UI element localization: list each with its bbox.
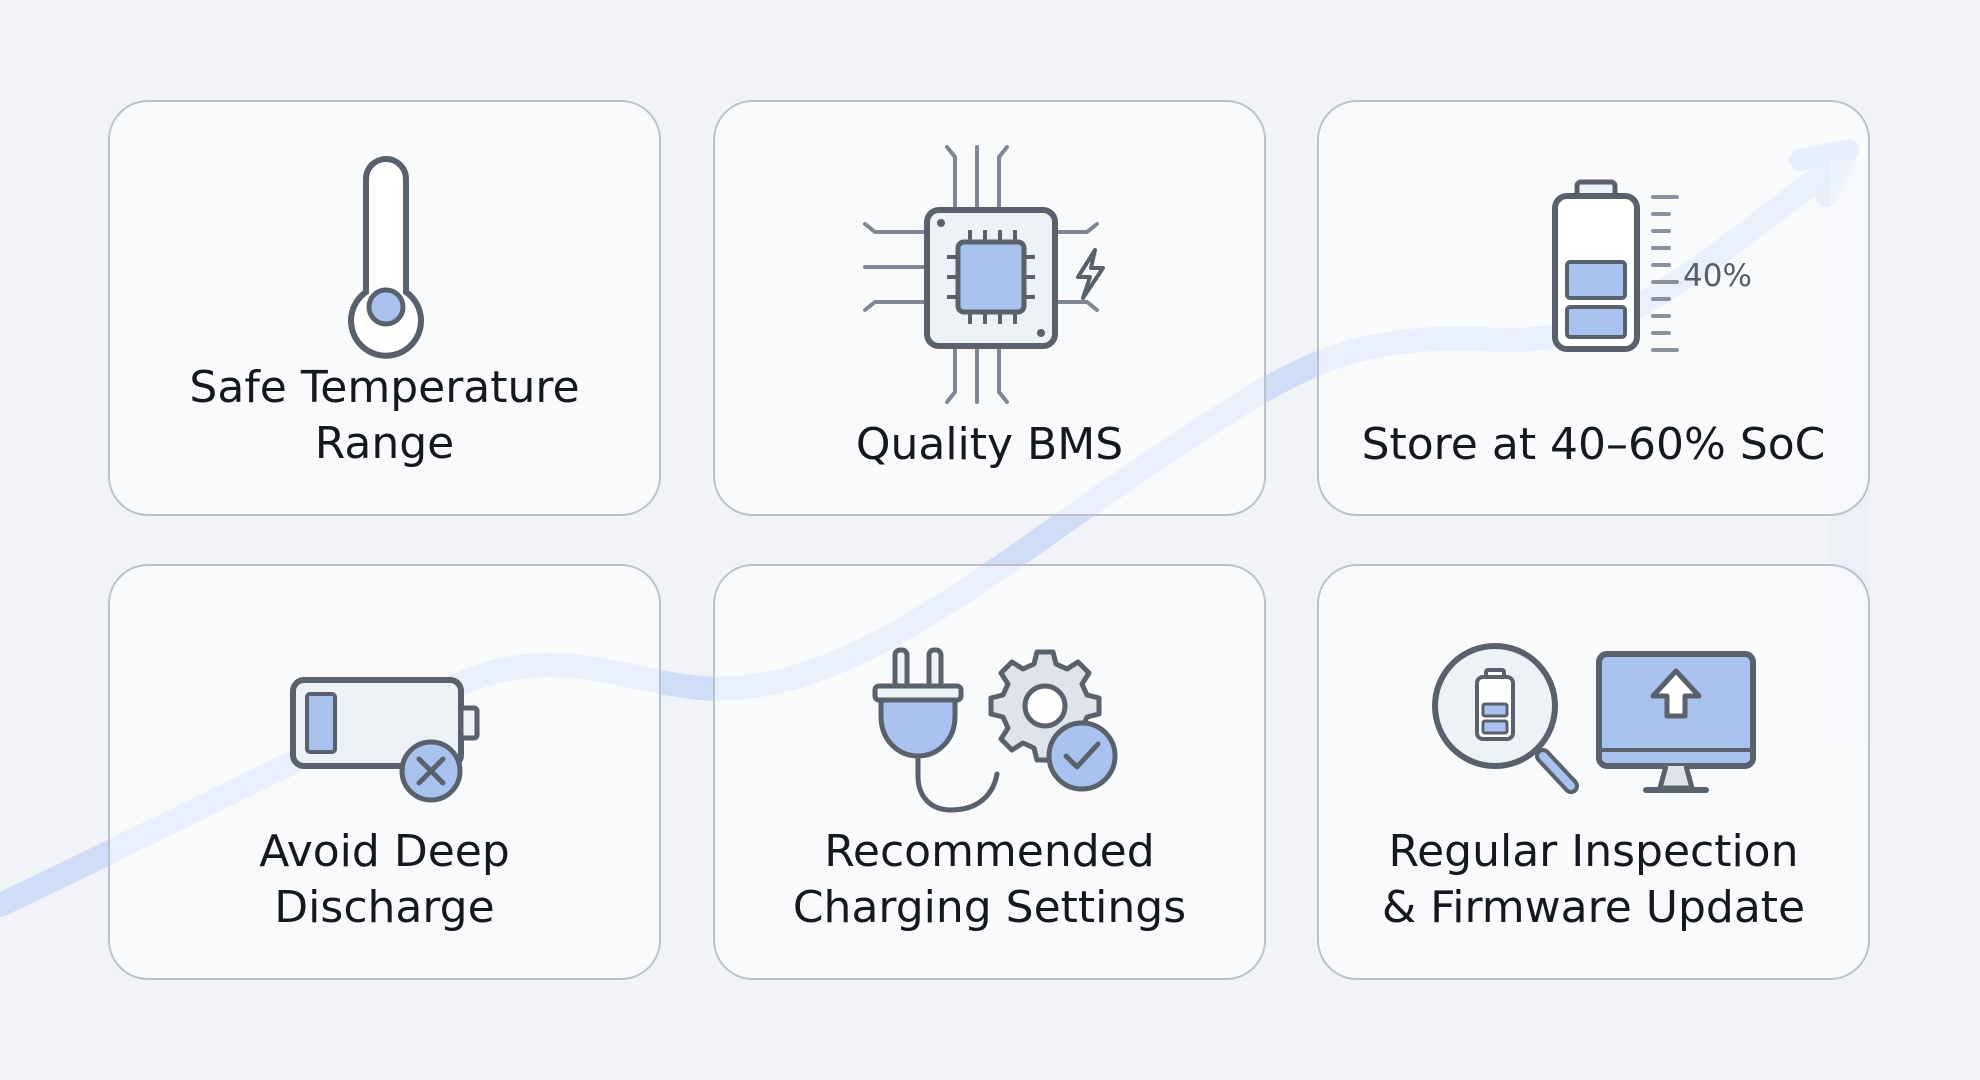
card-label: Avoid Deep Discharge [259,826,510,933]
gauge-label-40: 40% [1683,258,1752,294]
card-label: Store at 40–60% SoC [1361,419,1826,470]
card-inspection-firmware: Regular Inspection & Firmware Update [1317,564,1870,980]
card-store-soc: 40% Store at 40–60% SoC [1317,100,1870,516]
check-circle-icon [1046,720,1118,792]
card-label: Quality BMS [855,419,1124,470]
card-recommended-charging: Recommended Charging Settings [713,564,1266,980]
card-avoid-deep-discharge: Avoid Deep Discharge [108,564,661,980]
monitor-upload-icon [1596,651,1756,793]
card-label: Recommended Charging Settings [792,826,1187,933]
card-quality-bms: Quality BMS [713,100,1266,516]
card-safe-temperature: Safe Temperature Range [108,100,661,516]
card-label: Safe Temperature Range [189,362,580,469]
magnifier-battery-icon [1432,643,1579,794]
card-label: Regular Inspection & Firmware Update [1381,826,1806,933]
plug-icon [872,647,1000,813]
